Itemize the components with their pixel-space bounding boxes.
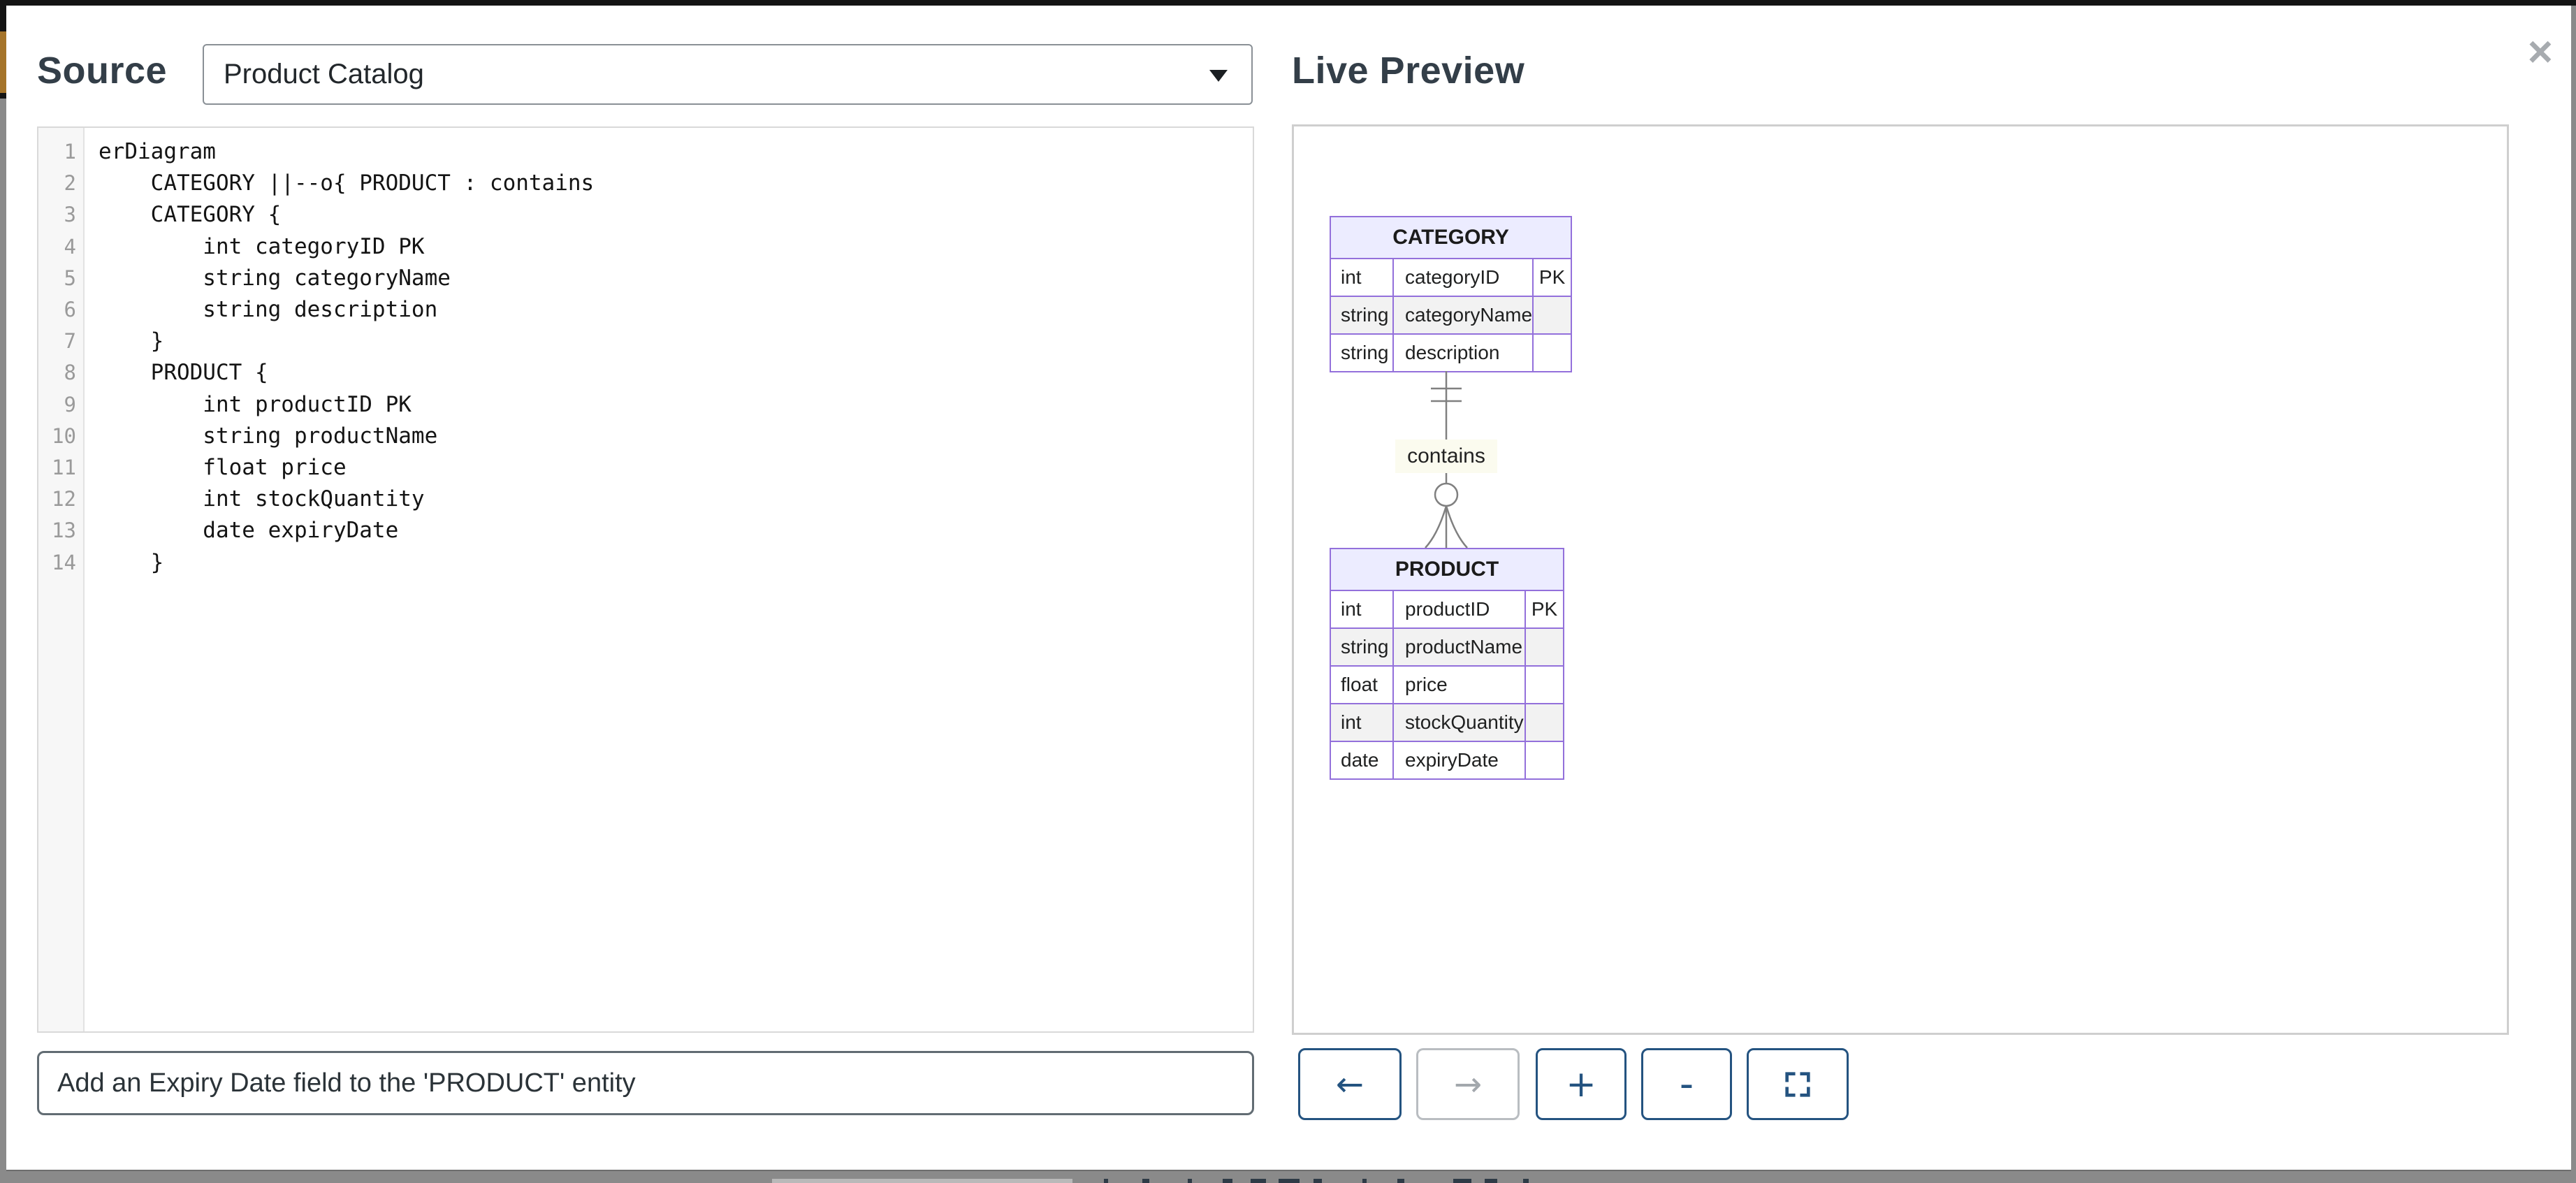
history-back-button[interactable]: ← <box>1298 1048 1402 1120</box>
entity-header: PRODUCT <box>1330 548 1564 591</box>
fullscreen-icon <box>1785 1071 1810 1097</box>
attribute-cell: categoryName <box>1392 296 1534 335</box>
line-number: 6 <box>64 298 76 322</box>
attribute-cell: string <box>1330 296 1394 335</box>
attribute-cell: PK <box>1532 258 1573 297</box>
attribute-cell: description <box>1392 333 1534 372</box>
attribute-cell: productName <box>1392 627 1526 667</box>
background-page-top-edge <box>0 0 2576 6</box>
attribute-cell <box>1532 333 1573 372</box>
line-number: 14 <box>52 550 76 574</box>
entity-header: CATEGORY <box>1329 216 1573 259</box>
preview-controls: ← → + - <box>6 1048 2571 1120</box>
line-number: 9 <box>64 392 76 416</box>
background-page-accent <box>0 31 6 93</box>
preview-panel-title: Live Preview <box>1292 50 1525 92</box>
diagram-select[interactable]: Product Catalog <box>203 44 1253 105</box>
code-line: CATEGORY { <box>99 202 282 228</box>
attribute-cell <box>1525 665 1564 704</box>
line-number: 10 <box>52 423 76 448</box>
attribute-cell: categoryID <box>1392 258 1534 297</box>
attribute-cell: string <box>1330 333 1394 372</box>
line-number: 2 <box>64 171 76 196</box>
fit-view-button[interactable] <box>1747 1048 1849 1120</box>
attribute-cell: float <box>1330 665 1394 704</box>
attribute-cell: string <box>1330 627 1394 667</box>
relationship-label: contains <box>1395 440 1497 473</box>
relationship-connector <box>1425 371 1468 548</box>
diagram-select-value: Product Catalog <box>224 59 424 89</box>
code-line: } <box>99 328 164 354</box>
code-line: int stockQuantity <box>99 486 425 512</box>
code-line: erDiagram <box>99 139 216 164</box>
code-line: CATEGORY ||--o{ PRODUCT : contains <box>99 170 595 196</box>
code-line: string productName <box>99 423 438 449</box>
code-area: erDiagram CATEGORY ||--o{ PRODUCT : cont… <box>85 128 1253 1031</box>
attribute-cell: expiryDate <box>1392 741 1526 780</box>
attribute-cell: price <box>1392 665 1526 704</box>
background-clipped-element <box>772 1179 1072 1183</box>
attribute-cell: productID <box>1392 590 1526 629</box>
attribute-cell: int <box>1330 703 1394 742</box>
line-number: 13 <box>52 518 76 543</box>
line-number: 12 <box>52 487 76 511</box>
background-page-bottom-edge <box>0 1171 2576 1183</box>
zoom-in-button[interactable]: + <box>1536 1048 1627 1120</box>
code-line: float price <box>99 455 347 481</box>
zoom-out-button[interactable]: - <box>1641 1048 1732 1120</box>
line-number: 1 <box>64 140 76 164</box>
plus-icon: + <box>1566 1063 1596 1105</box>
attribute-cell <box>1525 703 1564 742</box>
code-line: int categoryID PK <box>99 233 425 259</box>
attribute-cell: date <box>1330 741 1394 780</box>
line-number: 11 <box>52 456 76 480</box>
history-forward-button[interactable]: → <box>1416 1048 1520 1120</box>
line-number: 7 <box>64 329 76 354</box>
line-number: 8 <box>64 361 76 385</box>
minus-icon: - <box>1679 1061 1694 1107</box>
code-line: } <box>99 549 164 575</box>
code-line: PRODUCT { <box>99 360 268 386</box>
attribute-cell <box>1532 296 1573 335</box>
close-icon[interactable]: × <box>2527 28 2553 76</box>
attribute-cell <box>1525 627 1564 667</box>
line-number: 3 <box>64 203 76 227</box>
code-line: date expiryDate <box>99 518 399 544</box>
line-number: 4 <box>64 234 76 259</box>
code-line: string categoryName <box>99 265 451 291</box>
attribute-cell: int <box>1330 590 1394 629</box>
attribute-cell: stockQuantity <box>1392 703 1526 742</box>
attribute-cell <box>1525 741 1564 780</box>
code-line: int productID PK <box>99 391 412 417</box>
background-page-left-edge <box>0 0 6 31</box>
attribute-cell: PK <box>1525 590 1564 629</box>
source-panel-title: Source <box>37 50 168 92</box>
arrow-left-icon: ← <box>1335 1064 1365 1104</box>
arrow-right-icon: → <box>1453 1064 1483 1104</box>
line-number: 5 <box>64 266 76 290</box>
chevron-down-icon <box>1209 69 1228 82</box>
ai-prompt-input[interactable] <box>37 1051 1254 1115</box>
attribute-cell: int <box>1330 258 1394 297</box>
background-page-left-edge <box>0 93 6 99</box>
background-clipped-text <box>1104 1178 1635 1183</box>
code-line: string description <box>99 297 438 323</box>
